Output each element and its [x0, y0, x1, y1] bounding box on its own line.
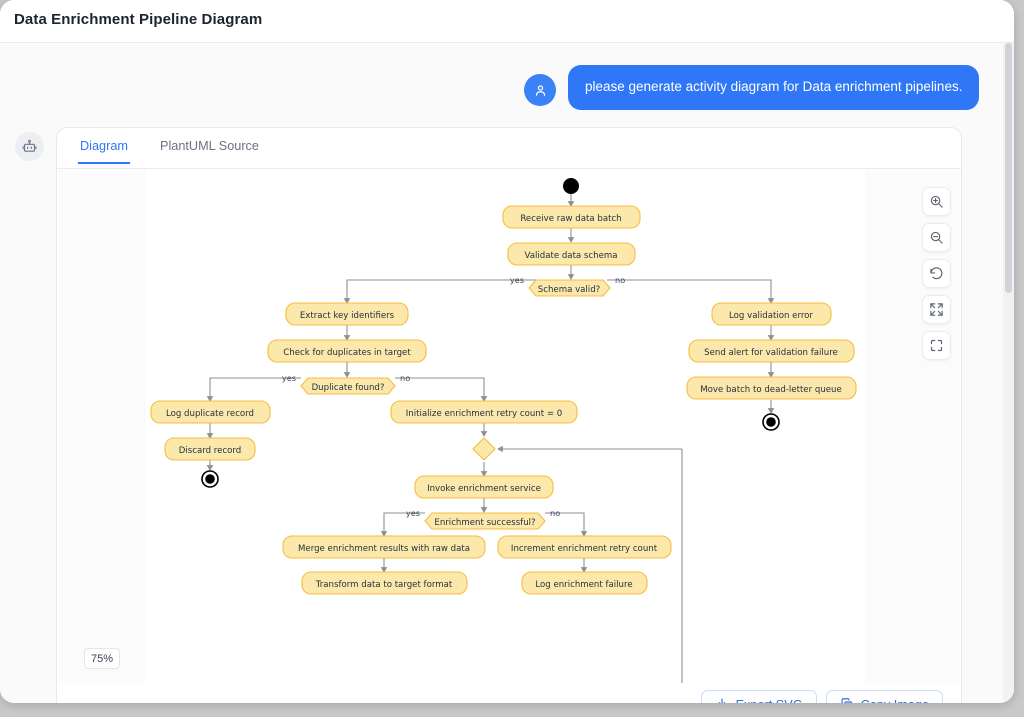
card-footer: Export SVG Copy Image	[57, 683, 961, 703]
guard-label-yes: yes	[406, 508, 420, 518]
download-icon	[715, 697, 729, 703]
content-area: please generate activity diagram for Dat…	[0, 43, 1014, 703]
copy-image-label: Copy Image	[861, 698, 929, 703]
decision-duplicate-found: Duplicate found?	[300, 377, 396, 395]
app-window: Data Enrichment Pipeline Diagram please …	[0, 0, 1014, 703]
node-send-alert-validation-failure: Send alert for validation failure	[688, 339, 855, 363]
guard-label-yes: yes	[282, 373, 296, 383]
node-log-duplicate-record: Log duplicate record	[150, 400, 271, 424]
node-invoke-enrichment-service: Invoke enrichment service	[414, 475, 554, 499]
node-label: Log validation error	[729, 311, 813, 321]
node-label: Initialize enrichment retry count = 0	[406, 409, 562, 419]
node-log-validation-error: Log validation error	[711, 302, 832, 326]
copy-image-button[interactable]: Copy Image	[825, 689, 943, 703]
node-label: Validate data schema	[524, 251, 617, 261]
diagram-viewport[interactable]: Receive raw data batch Validate data sch…	[58, 170, 960, 683]
zoom-level-badge: 75%	[84, 648, 121, 669]
node-merge-enrichment-results: Merge enrichment results with raw data	[282, 535, 486, 559]
node-move-batch-dead-letter-queue: Move batch to dead-letter queue	[686, 376, 857, 400]
start-node	[563, 178, 579, 194]
page-title: Data Enrichment Pipeline Diagram	[14, 11, 263, 28]
node-label: Send alert for validation failure	[704, 348, 838, 358]
copy-icon	[840, 697, 854, 703]
reset-rotate-icon[interactable]	[922, 259, 951, 288]
diagram-card: Diagram PlantUML Source	[56, 127, 962, 703]
robot-icon	[15, 132, 44, 161]
zoom-out-icon[interactable]	[922, 223, 951, 252]
user-icon	[524, 74, 556, 106]
guard-label-no: no	[400, 373, 410, 383]
expand-arrows-icon[interactable]	[922, 295, 951, 324]
node-label: Discard record	[179, 446, 242, 456]
window-titlebar: Data Enrichment Pipeline Diagram	[0, 0, 1014, 43]
guard-label-no: no	[550, 508, 560, 518]
node-label: Receive raw data batch	[520, 214, 621, 224]
diagram-canvas	[146, 170, 865, 683]
node-receive-raw-data-batch: Receive raw data batch	[502, 205, 641, 229]
tab-diagram[interactable]: Diagram	[78, 139, 130, 164]
node-discard-record: Discard record	[164, 437, 256, 461]
node-label: Invoke enrichment service	[427, 484, 541, 494]
node-extract-key-identifiers: Extract key identifiers	[285, 302, 409, 326]
node-label: Log duplicate record	[166, 409, 254, 419]
user-message-row: please generate activity diagram for Dat…	[524, 65, 980, 110]
node-log-enrichment-failure: Log enrichment failure	[521, 571, 648, 595]
export-svg-button[interactable]: Export SVG	[700, 689, 817, 703]
node-increment-retry-count: Increment enrichment retry count	[497, 535, 672, 559]
end-node-discard	[201, 470, 219, 488]
export-svg-label: Export SVG	[736, 698, 803, 703]
node-label: Transform data to target format	[315, 580, 453, 590]
node-label: Duplicate found?	[312, 383, 385, 393]
tab-plantuml-source[interactable]: PlantUML Source	[160, 139, 259, 153]
node-validate-data-schema: Validate data schema	[507, 242, 636, 266]
guard-label-no: no	[615, 275, 625, 285]
node-label: Extract key identifiers	[300, 311, 395, 321]
node-label: Merge enrichment results with raw data	[298, 544, 470, 554]
user-message-bubble: please generate activity diagram for Dat…	[568, 65, 980, 110]
zoom-in-icon[interactable]	[922, 187, 951, 216]
diagram-toolbar	[922, 187, 951, 360]
activity-diagram: Receive raw data batch Validate data sch…	[150, 178, 857, 683]
guard-label-yes: yes	[510, 275, 524, 285]
node-check-for-duplicates: Check for duplicates in target	[267, 339, 427, 363]
activity-nodes: Receive raw data batch Validate data sch…	[150, 205, 857, 595]
decision-schema-valid: Schema valid?	[528, 279, 611, 297]
fit-screen-icon[interactable]	[922, 331, 951, 360]
page-scrollbar[interactable]	[1003, 43, 1014, 703]
merge-node	[472, 437, 496, 461]
node-transform-data: Transform data to target format	[301, 571, 468, 595]
node-initialize-retry-count: Initialize enrichment retry count = 0	[390, 400, 578, 424]
card-tabs: Diagram PlantUML Source	[57, 128, 961, 169]
node-label: Log enrichment failure	[535, 580, 632, 590]
node-label: Enrichment successful?	[434, 518, 535, 528]
node-label: Increment enrichment retry count	[511, 544, 658, 554]
end-node-validation	[762, 413, 780, 431]
node-label: Check for duplicates in target	[283, 348, 411, 358]
node-label: Schema valid?	[538, 285, 600, 295]
decision-enrichment-successful: Enrichment successful?	[424, 512, 546, 530]
node-label: Move batch to dead-letter queue	[700, 385, 842, 395]
page-scrollbar-thumb[interactable]	[1005, 43, 1012, 293]
